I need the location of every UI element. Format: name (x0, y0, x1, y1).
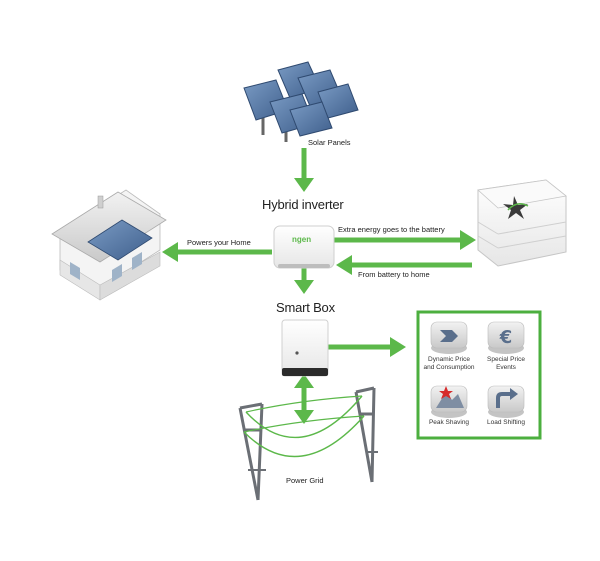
hybrid-inverter-device (273, 225, 335, 269)
benefit-special-price: Special Price Events (471, 356, 541, 372)
arrow-smartbox-to-benefits (328, 337, 406, 357)
benefit-line2: and Consumption (423, 364, 475, 371)
benefit-line2: Events (496, 364, 516, 371)
handshake-icon (430, 321, 468, 354)
extra-energy-label: Extra energy goes to the battery (338, 225, 445, 234)
mountain-peak-icon (430, 385, 468, 418)
svg-text:€: € (499, 327, 513, 348)
benefit-line1: Special Price (487, 356, 525, 363)
arrow-inverter-to-smartbox (294, 268, 314, 294)
shift-arrow-icon (487, 385, 525, 418)
solar-panels-label: Solar Panels (308, 138, 351, 147)
benefit-load-shifting: Load Shifting (471, 419, 541, 427)
arrow-smartbox-grid-bidirectional (294, 374, 314, 424)
battery-unit-icon (477, 179, 567, 267)
euro-icon: € (487, 321, 525, 354)
benefit-peak-shaving: Peak Shaving (414, 419, 484, 427)
benefit-line1: Load Shifting (487, 419, 525, 426)
powers-home-label: Powers your Home (187, 238, 251, 247)
arrow-solar-to-inverter (294, 148, 314, 192)
benefit-line1: Peak Shaving (428, 419, 470, 426)
power-grid-label: Power Grid (286, 476, 324, 485)
benefits-panel: € (416, 310, 542, 440)
power-grid-pylons-icon (238, 386, 378, 501)
benefit-line1: Dynamic Price (428, 356, 470, 363)
smart-box-label: Smart Box (276, 300, 335, 315)
house-icon (51, 189, 167, 301)
arrow-inverter-to-battery (332, 230, 476, 250)
smart-box-device (281, 319, 329, 377)
inverter-logo-text: ngen (292, 235, 312, 244)
arrow-inverter-to-home (162, 242, 272, 262)
arrow-battery-to-inverter (336, 255, 472, 275)
benefit-dynamic-price: Dynamic Price and Consumption (414, 356, 484, 372)
solar-panels-icon (243, 61, 359, 142)
from-battery-label: From battery to home (358, 270, 430, 279)
hybrid-inverter-label: Hybrid inverter (262, 197, 344, 212)
